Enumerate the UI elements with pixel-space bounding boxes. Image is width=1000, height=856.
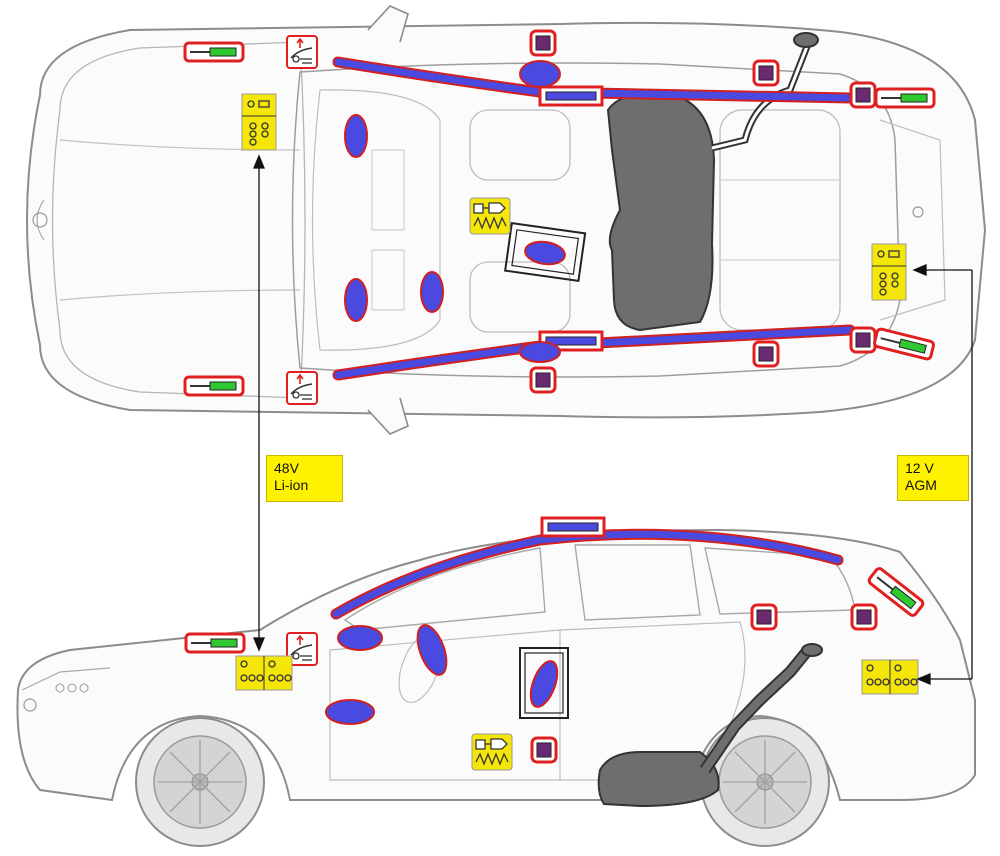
satellite-sensor-icon — [752, 59, 780, 87]
fuel-tank-side — [597, 751, 720, 808]
battery-icon — [861, 659, 919, 695]
knee-airbag-top-left — [344, 114, 368, 158]
gas-strut-icon — [184, 632, 246, 654]
center-airbag-side — [519, 647, 569, 719]
center-airbag-top — [504, 221, 587, 283]
satellite-sensor-icon — [849, 326, 877, 354]
side-airbag-side-front — [337, 625, 383, 651]
battery-icon — [235, 655, 293, 691]
knee-airbag-top-right — [344, 278, 368, 322]
front-wheel — [135, 717, 265, 847]
pyrotechnic-actuator-icon — [469, 197, 511, 235]
satellite-sensor-icon — [530, 736, 558, 764]
top-view — [26, 5, 987, 435]
satellite-sensor-icon — [529, 29, 557, 57]
driver-airbag-side — [416, 624, 448, 676]
side-airbag-top-left — [519, 60, 561, 88]
driver-airbag-top — [420, 271, 444, 313]
satellite-sensor-icon — [849, 81, 877, 109]
side-view — [16, 516, 976, 847]
satellite-sensor-icon — [752, 340, 780, 368]
pyrotechnic-actuator-icon — [471, 733, 513, 771]
rear-wheel — [700, 717, 830, 847]
battery-48v-label: 48V Li-ion — [266, 455, 343, 502]
satellite-sensor-icon — [850, 603, 878, 631]
battery-12v-label: 12 V AGM — [897, 455, 969, 501]
gas-strut-icon — [874, 87, 936, 109]
active-bonnet-icon — [286, 371, 318, 405]
knee-airbag-side — [325, 699, 375, 725]
fuel-tank-top — [606, 90, 716, 332]
gas-strut-icon — [183, 375, 245, 397]
battery-connectors — [253, 154, 973, 685]
satellite-sensor-icon — [750, 603, 778, 631]
side-airbag-top-right — [519, 341, 561, 363]
battery-icon — [241, 93, 277, 151]
gas-strut-icon — [183, 41, 245, 63]
active-bonnet-icon — [286, 35, 318, 69]
battery-icon — [871, 243, 907, 301]
satellite-sensor-icon — [529, 366, 557, 394]
